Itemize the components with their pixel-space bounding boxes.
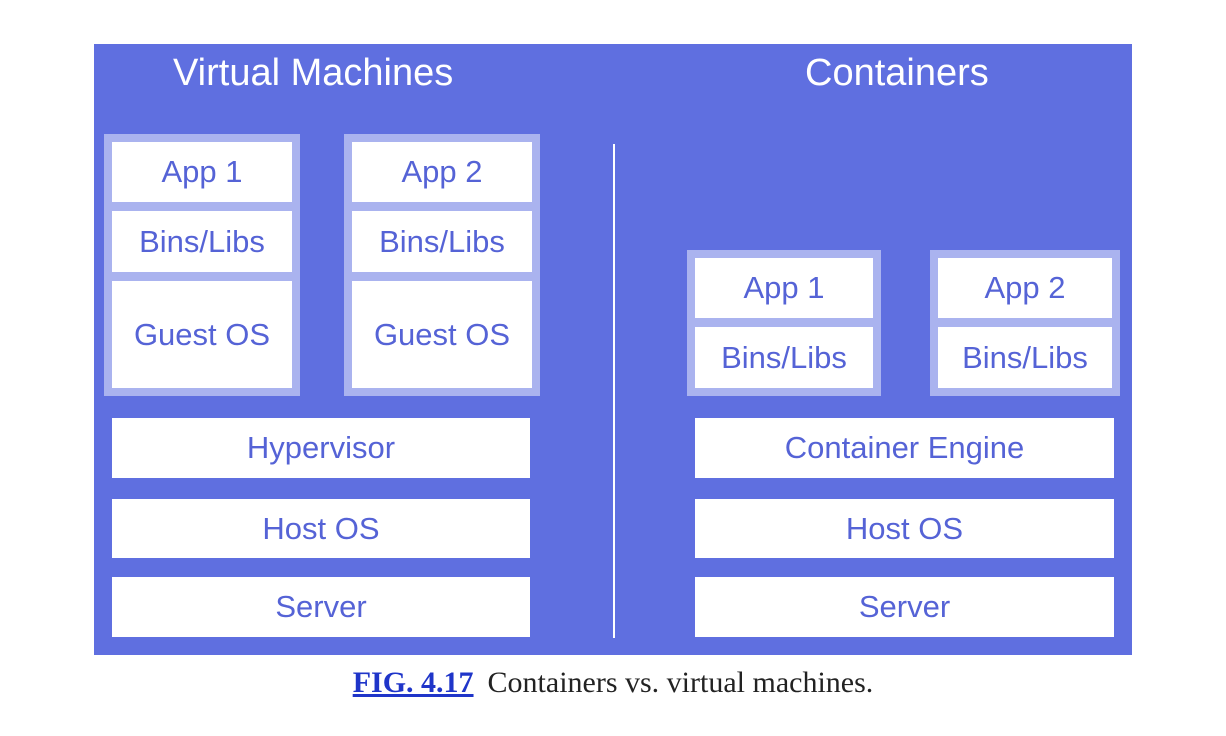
- section-divider: [613, 144, 615, 638]
- caption-text: Containers vs. virtual machines.: [487, 666, 874, 699]
- container-engine-box: Container Engine: [695, 418, 1114, 478]
- container1-stack: App 1 Bins/Libs: [687, 250, 881, 396]
- vm2-bins-libs-box: Bins/Libs: [352, 211, 532, 272]
- container2-stack: App 2 Bins/Libs: [930, 250, 1120, 396]
- vm-server-box: Server: [112, 577, 530, 637]
- vm1-app-box: App 1: [112, 142, 292, 202]
- vm-host-os-box: Host OS: [112, 499, 530, 558]
- diagram-panel: Virtual Machines Containers App 1 Bins/L…: [94, 44, 1132, 655]
- vm1-stack: App 1 Bins/Libs Guest OS: [104, 134, 300, 396]
- containers-host-os-box: Host OS: [695, 499, 1114, 558]
- container1-app-box: App 1: [695, 258, 873, 318]
- vm1-bins-libs-box: Bins/Libs: [112, 211, 292, 272]
- vm2-stack: App 2 Bins/Libs Guest OS: [344, 134, 540, 396]
- containers-title: Containers: [805, 52, 989, 94]
- container2-app-box: App 2: [938, 258, 1112, 318]
- vm1-guest-os-box: Guest OS: [112, 281, 292, 388]
- figure-caption: FIG. 4.17 Containers vs. virtual machines…: [0, 666, 1226, 700]
- container1-bins-libs-box: Bins/Libs: [695, 327, 873, 388]
- vm2-guest-os-box: Guest OS: [352, 281, 532, 388]
- container2-bins-libs-box: Bins/Libs: [938, 327, 1112, 388]
- vm2-app-box: App 2: [352, 142, 532, 202]
- containers-server-box: Server: [695, 577, 1114, 637]
- vm-title: Virtual Machines: [173, 52, 454, 94]
- hypervisor-box: Hypervisor: [112, 418, 530, 478]
- figure-number-link[interactable]: FIG. 4.17: [352, 666, 474, 699]
